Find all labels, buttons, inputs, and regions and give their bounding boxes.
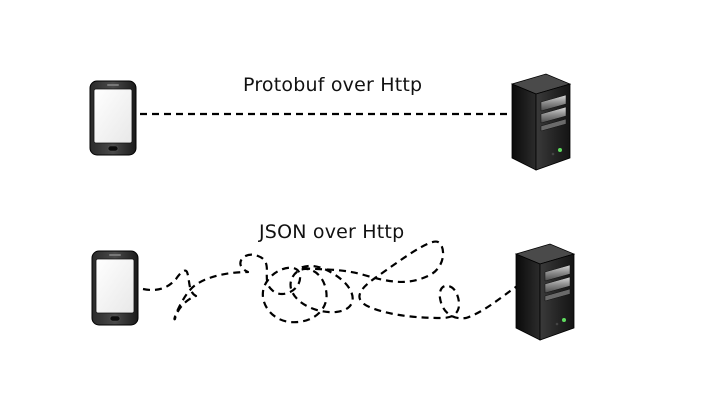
smartphone-icon [91, 250, 139, 326]
smartphone-icon [89, 80, 137, 156]
client-phone-top [89, 80, 137, 156]
json-label: JSON over Http [259, 221, 405, 243]
server-bottom [515, 243, 575, 341]
server-tower-icon [515, 243, 575, 341]
server-tower-icon [511, 73, 571, 171]
server-top [511, 73, 571, 171]
connection-line-tangled [142, 240, 521, 324]
protobuf-label: Protobuf over Http [243, 74, 423, 96]
client-phone-bottom [91, 250, 139, 326]
